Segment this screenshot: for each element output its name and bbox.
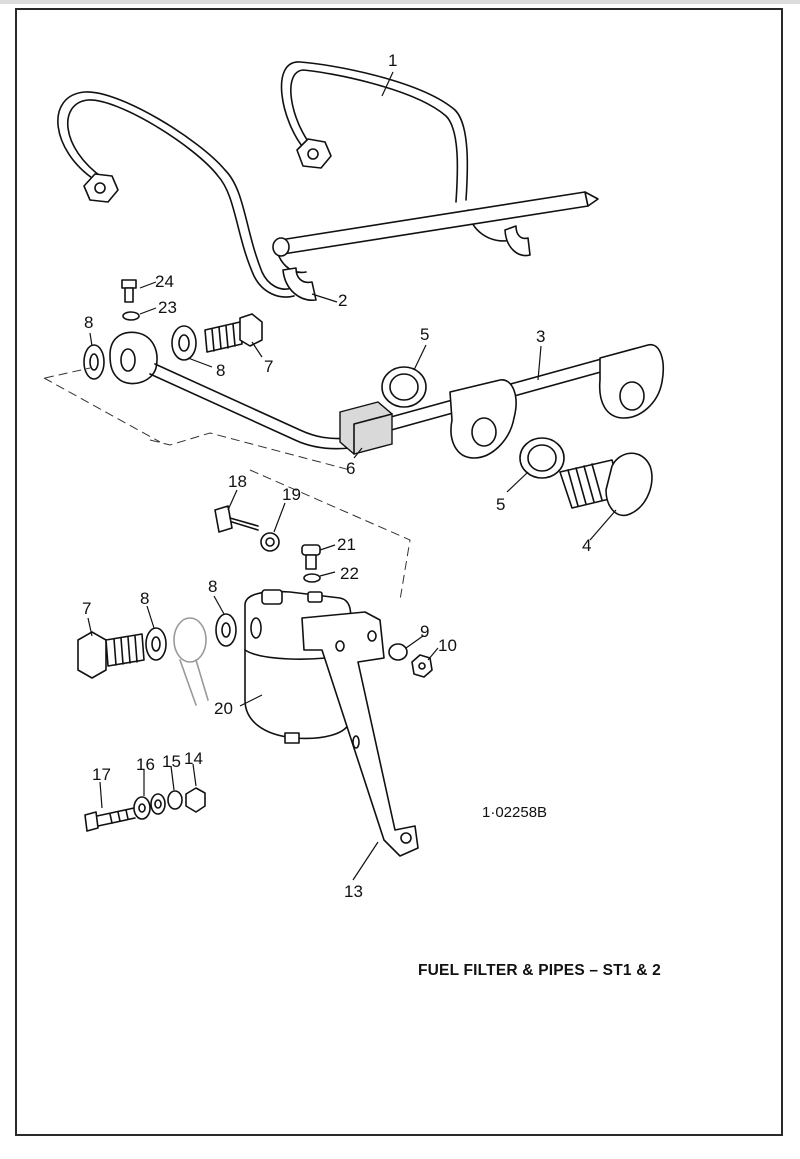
callout-22: 22 (340, 564, 359, 583)
callout-leaders (87, 71, 617, 881)
callout-7: 7 (82, 599, 91, 618)
callout-16: 16 (136, 755, 155, 774)
callout-8: 8 (216, 361, 225, 380)
callout-8: 8 (208, 577, 217, 596)
upper-left-fittings (83, 279, 263, 385)
fuel-pipe-assembly (149, 344, 664, 517)
lower-left-fittings (77, 613, 237, 706)
callout-10: 10 (438, 636, 457, 655)
callout-8: 8 (84, 313, 93, 332)
window-top-edge (0, 0, 800, 4)
callout-8: 8 (140, 589, 149, 608)
figure-reference-number: 1·02258B (482, 804, 547, 821)
bracket-bolt-set (84, 787, 206, 832)
callout-15: 15 (162, 752, 181, 771)
callout-14: 14 (184, 749, 203, 768)
callout-19: 19 (282, 485, 301, 504)
callout-21: 21 (337, 535, 356, 554)
figure-caption: FUEL FILTER & PIPES – ST1 & 2 (418, 962, 661, 979)
callout-5: 5 (496, 495, 505, 514)
callout-24: 24 (155, 272, 174, 291)
callout-17: 17 (92, 765, 111, 784)
filter-head-screws (214, 505, 321, 583)
fuel-filter-and-bracket (244, 589, 433, 857)
page-frame (15, 8, 783, 1136)
callout-9: 9 (420, 622, 429, 641)
callout-4: 4 (582, 536, 591, 555)
callout-13: 13 (344, 882, 363, 901)
callout-1: 1 (388, 51, 397, 70)
callout-18: 18 (228, 472, 247, 491)
callout-23: 23 (158, 298, 177, 317)
callout-20: 20 (214, 699, 233, 718)
callout-3: 3 (536, 327, 545, 346)
callout-5: 5 (420, 325, 429, 344)
callout-2: 2 (338, 291, 347, 310)
callout-7: 7 (264, 357, 273, 376)
callout-6: 6 (346, 459, 355, 478)
injector-pipes (57, 61, 599, 301)
